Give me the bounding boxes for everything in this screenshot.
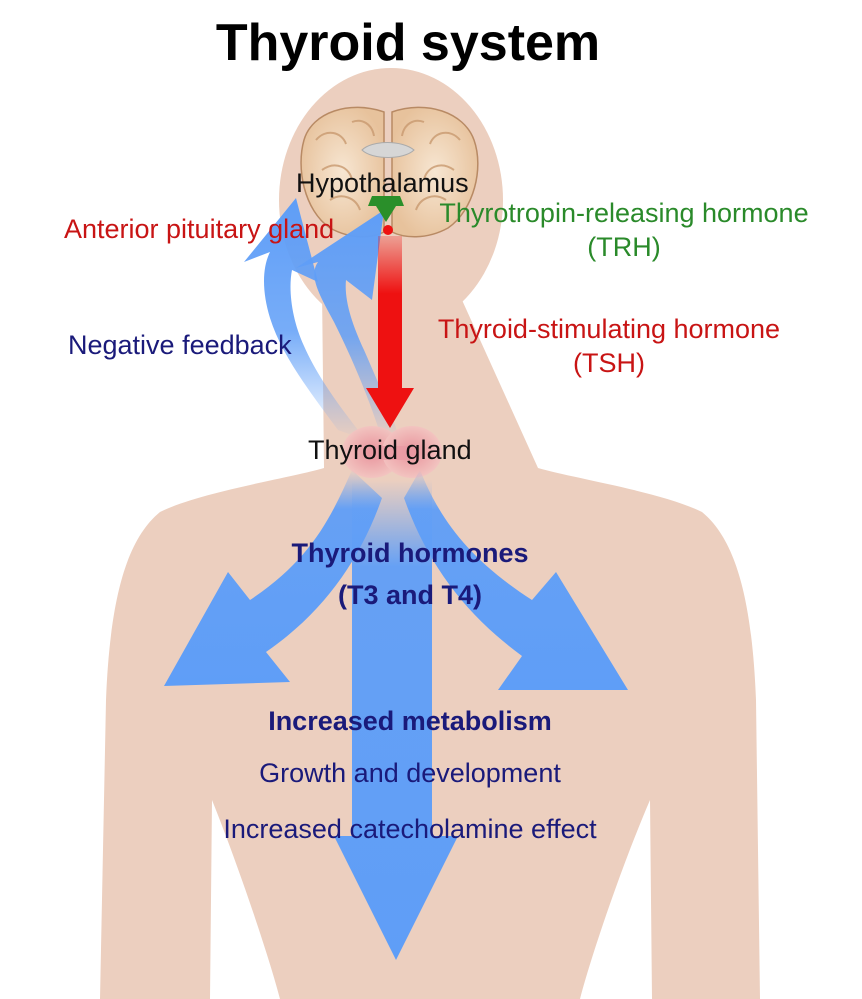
effect-catecholamine: Increased catecholamine effect [223,814,597,844]
thyroid-hormones-abbr: (T3 and T4) [337,580,482,610]
anterior-pituitary-label: Anterior pituitary gland [64,214,335,244]
thyroid-gland-icon [342,426,442,478]
right-hormone-arrow [404,470,628,690]
trh-abbr-label: (TRH) [587,232,661,262]
effect-growth: Growth and development [259,758,561,788]
hypothalamus-label: Hypothalamus [296,168,469,198]
trh-name-label: Thyrotropin-releasing hormone [439,198,809,228]
hormone-arrows [164,470,628,960]
negative-feedback-label: Negative feedback [68,330,292,360]
left-hormone-arrow [164,470,382,686]
down-hormone-arrow [334,480,458,960]
tsh-name-label: Thyroid-stimulating hormone [437,314,781,344]
tsh-abbr-label: (TSH) [573,348,645,378]
pituitary-dot [383,225,393,235]
page-title: Thyroid system [215,14,601,72]
trh-arrow [368,196,404,222]
tsh-arrow [366,236,414,428]
thyroid-gland-label: Thyroid gland [308,435,472,465]
thyroid-hormones-label: Thyroid hormones [291,538,529,568]
effect-metabolism: Increased metabolism [268,706,552,736]
negative-feedback-arrow [244,198,400,440]
